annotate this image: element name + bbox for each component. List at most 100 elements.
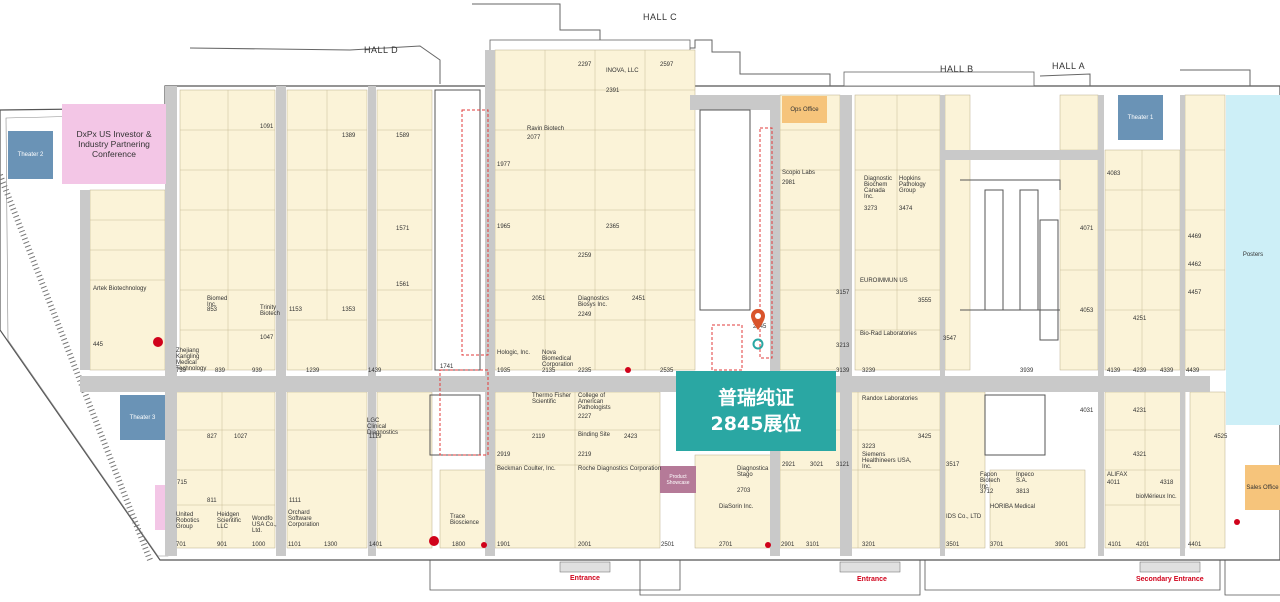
booth[interactable]: 3939 [1020,368,1034,374]
booth[interactable]: 4525 [1214,434,1228,440]
booth[interactable]: 827 [207,434,218,440]
booth[interactable]: 1401 [369,542,383,548]
booth[interactable]: 4101 [1108,542,1122,548]
booth[interactable]: 2297 [578,62,592,68]
booth[interactable]: 4011 [1107,480,1120,486]
sales-office[interactable]: Sales Office [1246,484,1279,491]
booth[interactable]: 4053 [1080,308,1094,314]
booth[interactable]: 3555 [918,298,932,304]
booth[interactable]: 3239 [862,368,876,374]
company-name[interactable]: United Robotics Group [176,512,200,530]
booth[interactable]: 4201 [1136,542,1150,548]
theater-2[interactable]: Theater 2 [17,152,44,158]
company-name[interactable]: bioMérieux Inc. [1136,494,1177,500]
company-name[interactable]: Trace Bioscience [450,514,480,526]
booth[interactable]: 715 [177,480,188,486]
booth[interactable]: 2227 [578,414,592,420]
booth[interactable]: 3813 [1016,489,1030,495]
booth[interactable]: 1101 [288,542,301,548]
booth-callout[interactable]: 普瑞纯证 2845展位 [676,371,836,451]
booth[interactable]: 2901 [781,542,795,548]
booth[interactable]: 2919 [497,452,511,458]
booth[interactable]: 4439 [1186,368,1200,374]
booth[interactable]: 2921 [782,462,796,468]
booth[interactable]: 3213 [836,343,850,349]
company-name[interactable]: Hologic, Inc. [497,350,531,356]
booth[interactable]: 2259 [578,253,592,259]
booth[interactable]: 2701 [719,542,733,548]
booth[interactable]: 3517 [946,462,960,468]
booth[interactable]: 4339 [1160,368,1174,374]
booth[interactable]: 2365 [606,224,620,230]
booth[interactable]: 1300 [324,542,338,548]
booth[interactable]: 4231 [1133,408,1147,414]
booth[interactable]: 1561 [396,282,410,288]
company-name[interactable]: DiaSorin Inc. [719,504,754,510]
location-pin-icon[interactable] [750,308,766,350]
booth[interactable]: 939 [252,368,263,374]
company-name[interactable]: Roche Diagnostics Corporation [578,466,662,472]
booth[interactable]: 3425 [918,434,932,440]
booth[interactable]: 4083 [1107,171,1121,177]
booth[interactable]: 2535 [660,368,674,374]
ops-office[interactable]: Ops Office [790,106,819,113]
company-name[interactable]: HORIBA Medical [990,504,1036,510]
company-name[interactable]: Heidgen Scientific LLC [217,512,242,530]
booth[interactable]: 2077 [527,135,541,141]
booth[interactable]: 4321 [1133,452,1147,458]
booth[interactable]: 2249 [578,312,592,318]
booth[interactable]: 2391 [606,88,620,94]
booth[interactable]: 853 [207,307,218,313]
booth[interactable]: 2051 [532,296,546,302]
company-name[interactable]: Randox Laboratories [862,396,918,402]
booth[interactable]: 901 [217,542,228,548]
secondary-entrance[interactable]: Secondary Entrance [1136,576,1204,583]
booth[interactable]: 2219 [578,452,592,458]
entrance-1[interactable]: Entrance [570,575,600,582]
booth[interactable]: 701 [176,542,187,548]
booth[interactable]: 1000 [252,542,266,548]
booth[interactable]: 1935 [497,368,511,374]
booth[interactable]: 4239 [1133,368,1147,374]
booth[interactable]: 4139 [1107,368,1121,374]
company-name[interactable]: Beckman Coulter, Inc. [497,466,556,472]
booth[interactable]: 1111 [289,498,302,504]
booth[interactable]: 3701 [990,542,1004,548]
booth[interactable]: 1119 [369,434,382,440]
booth[interactable]: 3101 [806,542,820,548]
theater-1[interactable]: Theater 1 [1127,114,1154,121]
booth[interactable]: 3547 [943,336,957,342]
booth[interactable]: 2119 [532,434,545,440]
booth[interactable]: 1389 [342,133,356,139]
booth[interactable]: 2451 [632,296,646,302]
company-name[interactable]: Orchard Software Corporation [288,510,320,528]
booth[interactable]: 2235 [578,368,592,374]
booth[interactable]: 2703 [737,488,751,494]
booth[interactable]: 4457 [1188,290,1202,296]
company-name[interactable]: Artek Biotechnology [93,286,147,292]
booth[interactable]: 1153 [289,307,302,313]
booth[interactable]: 3501 [946,542,960,548]
booth[interactable]: 2001 [578,542,592,548]
booth[interactable]: 3139 [836,368,850,374]
booth[interactable]: 1977 [497,162,511,168]
booth[interactable]: 1965 [497,224,511,230]
booth[interactable]: 4318 [1160,480,1174,486]
booth[interactable]: 445 [93,342,104,348]
booth[interactable]: 811 [207,498,217,504]
company-name[interactable]: Zhejiang Kangling Medical Technology [176,348,207,372]
booth[interactable]: 1901 [497,542,511,548]
booth[interactable]: 3901 [1055,542,1069,548]
booth[interactable]: 4469 [1188,234,1202,240]
booth[interactable]: 3474 [899,206,913,212]
company-name[interactable]: Nova Biomedical Corporation [542,350,574,368]
booth[interactable]: 1571 [396,226,410,232]
entrance-2[interactable]: Entrance [857,576,887,583]
booth[interactable]: 839 [215,368,226,374]
booth[interactable]: 1239 [306,368,320,374]
product-showcase[interactable]: Product Showcase [666,473,690,486]
booth[interactable]: 3021 [810,462,824,468]
booth[interactable]: 1091 [260,124,274,130]
booth[interactable]: 4071 [1080,226,1094,232]
booth[interactable]: 2597 [660,62,674,68]
